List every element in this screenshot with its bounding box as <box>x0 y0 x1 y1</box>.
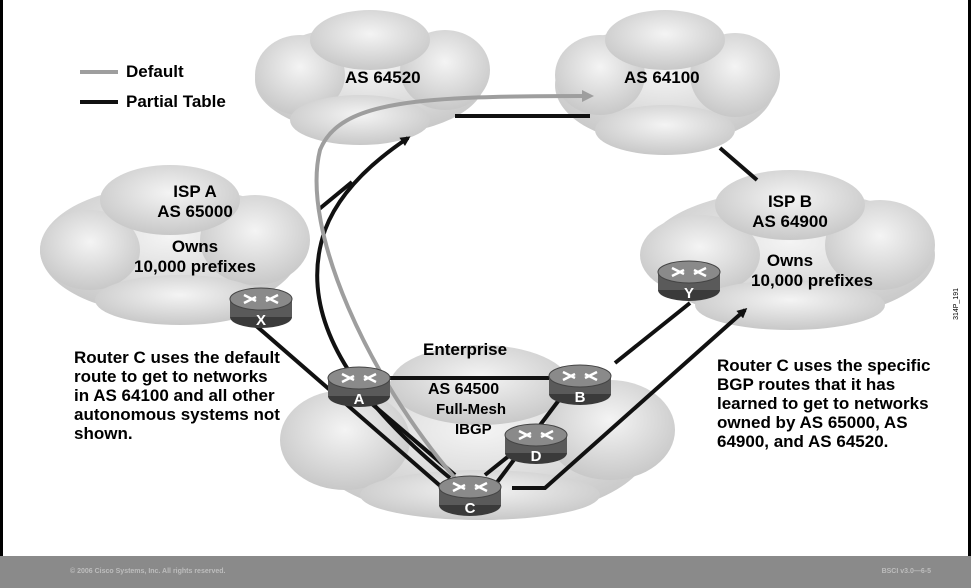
as64100-label: AS 64100 <box>624 68 700 87</box>
legend-partial-label: Partial Table <box>126 92 226 111</box>
enterprise-as: AS 64500 <box>428 381 500 398</box>
legend-partial-line <box>80 100 118 104</box>
frame-right-border <box>968 0 971 556</box>
cloud-isp-a <box>40 165 310 325</box>
router-c-label: C <box>465 500 476 517</box>
frame-left-border <box>0 0 3 556</box>
router-x: X <box>229 287 293 329</box>
as64520-label: AS 64520 <box>345 68 421 87</box>
slide-id: BSCI v3.0—6-5 <box>881 568 931 575</box>
legend-default-line <box>80 70 118 74</box>
router-y: Y <box>657 260 721 302</box>
router-c: C <box>438 475 502 517</box>
legend-partial: Partial Table <box>80 92 226 112</box>
left-note: Router C uses the default route to get t… <box>74 348 280 443</box>
router-d-label: D <box>531 448 542 465</box>
enterprise-mesh: Full-Mesh <box>436 401 506 418</box>
footer-bar: © 2006 Cisco Systems, Inc. All rights re… <box>0 556 971 588</box>
isp-a-as: AS 65000 <box>157 202 233 221</box>
cloud-as64520 <box>255 10 490 145</box>
figure-code: 314P_191 <box>953 288 960 320</box>
router-d: D <box>504 423 568 465</box>
isp-a-name: ISP A <box>173 182 217 201</box>
router-b-label: B <box>575 389 586 406</box>
isp-b-as: AS 64900 <box>752 212 828 231</box>
legend-default-label: Default <box>126 62 184 81</box>
router-a-label: A <box>354 391 365 408</box>
legend-default: Default <box>80 62 184 82</box>
network-diagram <box>40 10 935 520</box>
router-y-label: Y <box>684 285 694 302</box>
router-a: A <box>327 366 391 408</box>
isp-b-prefixes: 10,000 prefixes <box>751 271 873 290</box>
isp-b-owns: Owns <box>766 251 814 270</box>
isp-a-owns: Owns <box>171 237 219 256</box>
right-note: Router C uses the specific BGP routes th… <box>717 356 931 451</box>
cloud-as64100 <box>555 10 780 155</box>
enterprise-label: Enterprise <box>423 340 508 359</box>
isp-a-prefixes: 10,000 prefixes <box>134 257 256 276</box>
router-x-label: X <box>256 312 266 329</box>
copyright-text: © 2006 Cisco Systems, Inc. All rights re… <box>70 568 226 575</box>
enterprise-ibgp: IBGP <box>455 421 492 438</box>
router-b: B <box>548 364 612 406</box>
isp-b-name: ISP B <box>767 192 813 211</box>
